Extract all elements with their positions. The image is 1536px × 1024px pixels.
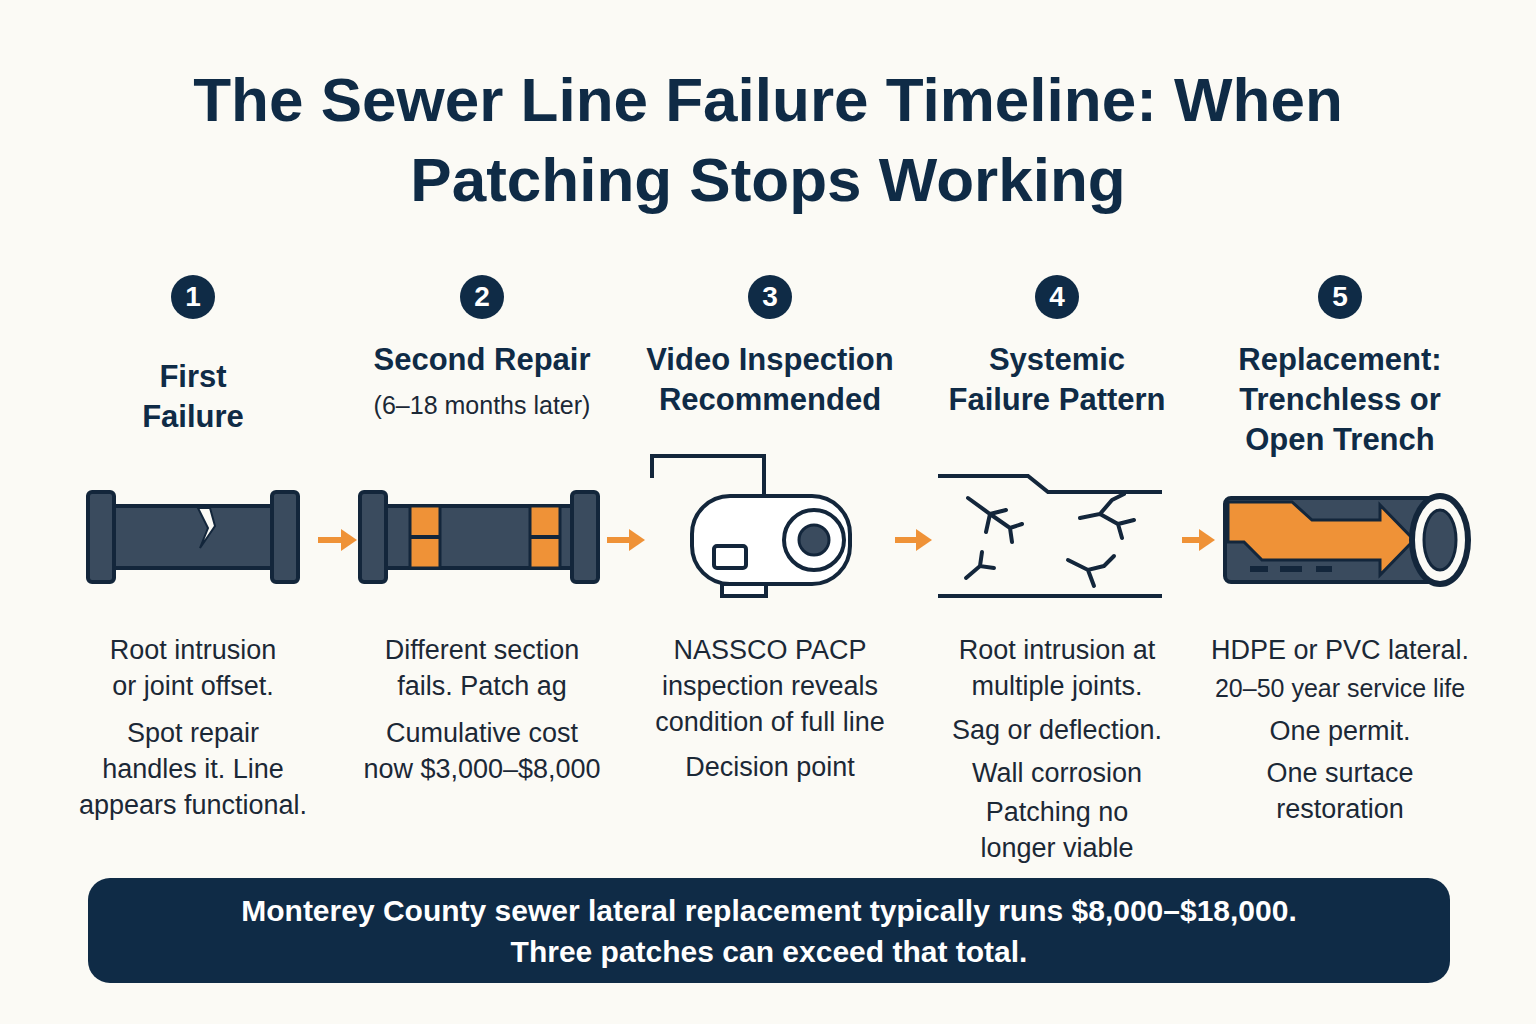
step-body-text: Root intrusion at multiple joints. (932, 632, 1182, 704)
step-number: 3 (748, 275, 792, 319)
diagram-title: The Sewer Line Failure Timeline: When Pa… (98, 60, 1438, 220)
camera-screen (714, 546, 746, 568)
flow-arrow (1182, 537, 1215, 543)
step-body-text: Wall corrosion (927, 755, 1187, 791)
step-body-text: NASSCO PACP inspection reveals condition… (630, 632, 910, 740)
repair-patch (530, 506, 560, 568)
step-body-text: One permit. (1210, 713, 1470, 749)
step-body-text: Spot repair handles it. Line appears fun… (77, 715, 309, 823)
step-column: First FailureRoot intrusion or joint off… (68, 275, 318, 875)
step-number-circle: 1 (171, 275, 215, 319)
step-column: Second Repair(6–18 months later)Differen… (357, 275, 607, 875)
step-number: 2 (460, 275, 504, 319)
step-body-text: Different section fails. Patch ag (362, 632, 602, 704)
step-subheading: (6–18 months later) (342, 388, 622, 422)
pipe-flange (272, 492, 298, 582)
pipe-flange (572, 492, 598, 582)
patch-seam (530, 535, 560, 539)
summary-text: Three patches can exceed that total. (88, 933, 1450, 971)
step-number-circle: 5 (1318, 275, 1362, 319)
root-crack (968, 498, 1022, 542)
step-heading: Systemic Failure Pattern (940, 340, 1175, 420)
camera-lens-core (799, 525, 829, 555)
step-body-text: Sag or deflection. (927, 712, 1187, 748)
step-number-circle: 3 (748, 275, 792, 319)
pipe-dash (1250, 566, 1268, 572)
step-number-circle: 2 (460, 275, 504, 319)
pipe-flange (88, 492, 114, 582)
pipe-dash (1280, 566, 1302, 572)
root-crack (1080, 494, 1134, 538)
new-pipe-body (1225, 498, 1440, 582)
step-number-circle: 4 (1035, 275, 1079, 319)
step-column: Video Inspection RecommendedNASSCO PACP … (645, 275, 895, 875)
summary-band: Monterey County sewer lateral replacemen… (88, 878, 1450, 983)
patch-seam (410, 535, 440, 539)
root-crack (966, 552, 994, 578)
step-body-text: Cumulative cost now $3,000–$8,000 (361, 715, 603, 787)
step-heading: First Failure (118, 357, 268, 437)
step-body-text: One surtace restoration (1225, 755, 1455, 827)
flow-arrow (607, 537, 645, 543)
camera-cable (652, 456, 764, 496)
pipe-body (114, 506, 272, 568)
step-column: Replacement: Trenchless or Open TrenchHD… (1215, 275, 1465, 875)
pipe-flange (360, 492, 386, 582)
step-body-text: HDPE or PVC lateral. (1195, 632, 1485, 668)
step-body-text: Root intrusion or joint offset. (98, 632, 288, 704)
flow-arrow (318, 537, 357, 543)
pipe-bore (1424, 510, 1456, 570)
step-column: Systemic Failure PatternRoot intrusion a… (932, 275, 1182, 875)
step-number: 1 (171, 275, 215, 319)
step-body-text: Decision point (630, 749, 910, 785)
camera-lens (784, 510, 844, 570)
step-heading: Replacement: Trenchless or Open Trench (1210, 340, 1470, 460)
step-heading: Second Repair (342, 340, 622, 380)
ground-line (938, 476, 1162, 492)
pipe-crack (198, 508, 215, 548)
trenchless-arrow (1228, 502, 1414, 575)
summary-text: Monterey County sewer lateral replacemen… (88, 892, 1450, 930)
root-crack (1068, 556, 1114, 586)
ground-line (938, 594, 1162, 598)
repair-patch (410, 506, 440, 568)
step-body-text: 20–50 year service life (1195, 670, 1485, 706)
step-number: 4 (1035, 275, 1079, 319)
step-heading: Video Inspection Recommended (625, 340, 915, 420)
pipe-dash (1316, 566, 1332, 572)
pipe-body (386, 506, 572, 568)
step-body-text: Patching no longer viable (957, 794, 1157, 866)
camera-base (722, 584, 766, 596)
flow-arrow (895, 537, 932, 543)
step-number: 5 (1318, 275, 1362, 319)
camera-body (692, 496, 850, 584)
pipe-end (1412, 496, 1468, 584)
